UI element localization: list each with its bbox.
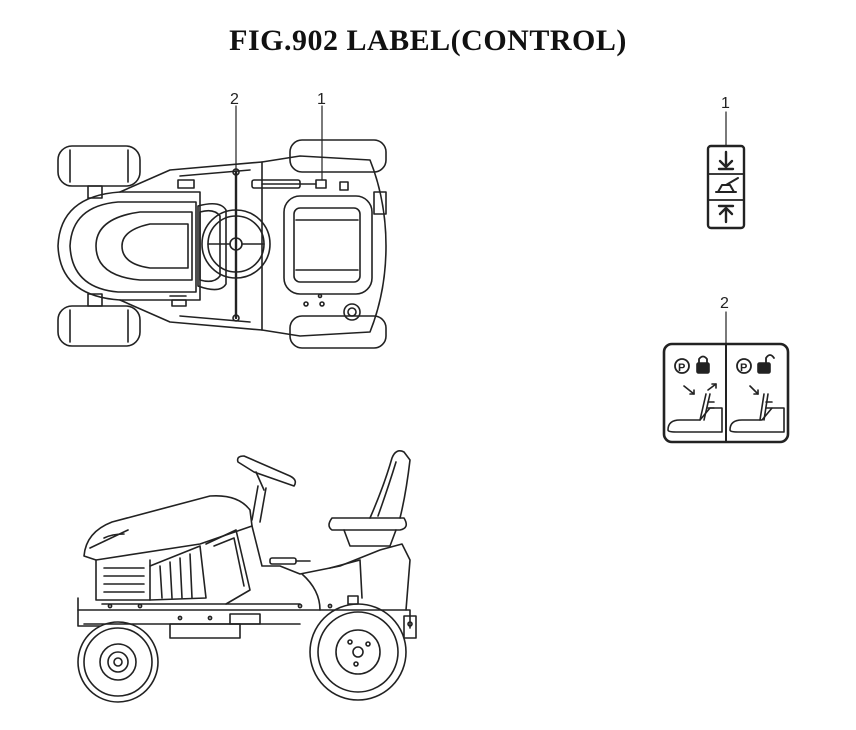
brake-pedal-engage-icon [667, 383, 723, 433]
side-hood [83, 494, 253, 561]
side-steering-wheel [236, 455, 297, 487]
arrow-up-icon [717, 204, 735, 224]
callout-top-1: 1 [317, 91, 326, 108]
chassis-rear [261, 155, 387, 337]
tractor-top-view [57, 139, 387, 349]
rear-left-wheel [289, 139, 387, 173]
parking-brake-label: 2 P P [662, 295, 790, 444]
side-rear-wheel [309, 603, 407, 701]
rear-right-wheel [289, 315, 387, 349]
parking-icon: P [674, 358, 690, 374]
lift-control-label: 1 [706, 95, 746, 230]
tractor-side-view [77, 450, 417, 703]
side-front-wheel [77, 621, 159, 703]
callout-label-1: 1 [721, 95, 730, 112]
unlock-icon [757, 354, 775, 374]
callout-label-2: 2 [720, 295, 729, 312]
brake-pedal-release-icon [729, 385, 785, 433]
svg-text:P: P [740, 362, 747, 374]
lock-icon [696, 355, 710, 374]
arrow-down-icon [717, 150, 735, 171]
parking-icon-2: P [736, 358, 752, 374]
svg-text:P: P [678, 362, 685, 374]
lever-icon [715, 177, 739, 193]
callout-top-2: 2 [230, 91, 239, 108]
seat [283, 195, 373, 295]
figure-title: FIG.902 LABEL(CONTROL) [229, 24, 627, 57]
side-seat [328, 517, 408, 531]
hood [57, 191, 201, 301]
